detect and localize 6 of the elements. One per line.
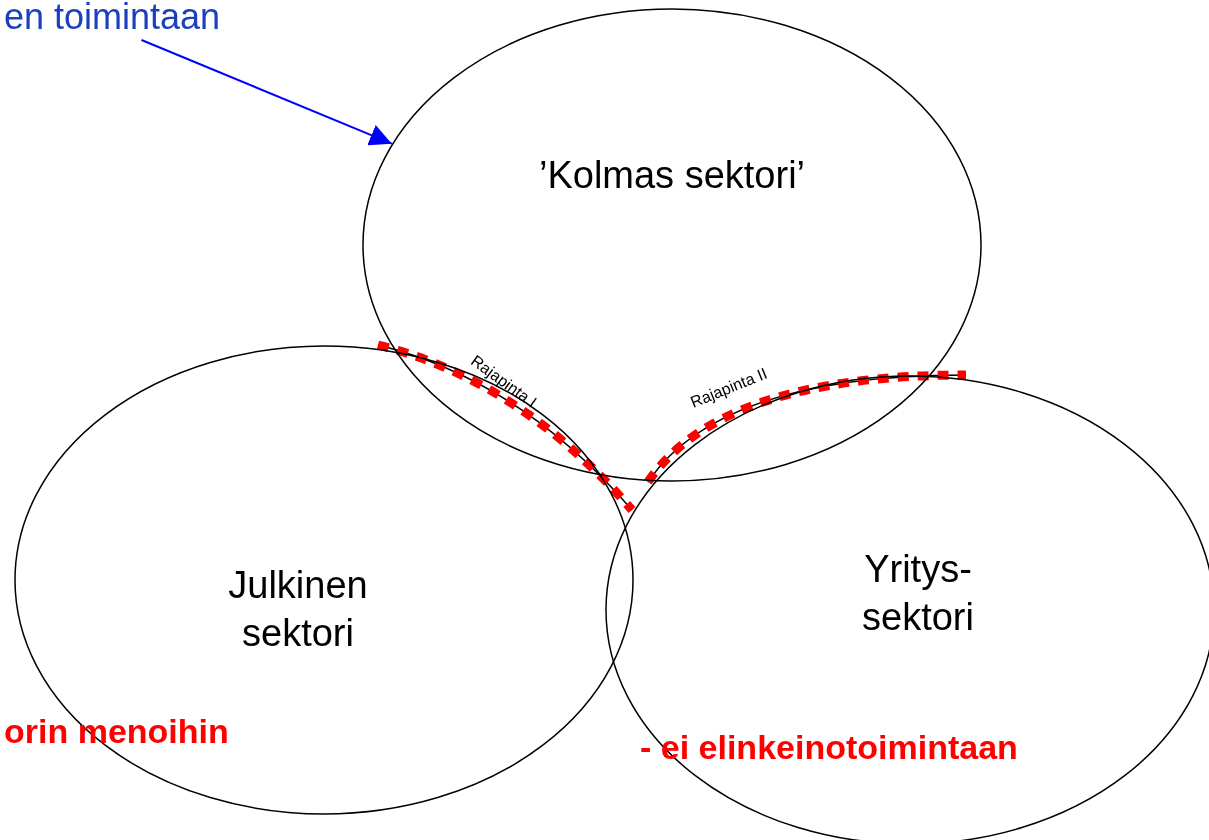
note-text: - ei elinkeinotoimintaan <box>640 728 1018 767</box>
sector-label: Julkinen sektori <box>227 563 369 656</box>
note-text: en toimintaan <box>4 0 221 38</box>
sector-label: Yritys- sektori <box>861 547 975 640</box>
arrow <box>140 39 393 146</box>
sector-label: ’Kolmas sektori’ <box>537 153 807 198</box>
